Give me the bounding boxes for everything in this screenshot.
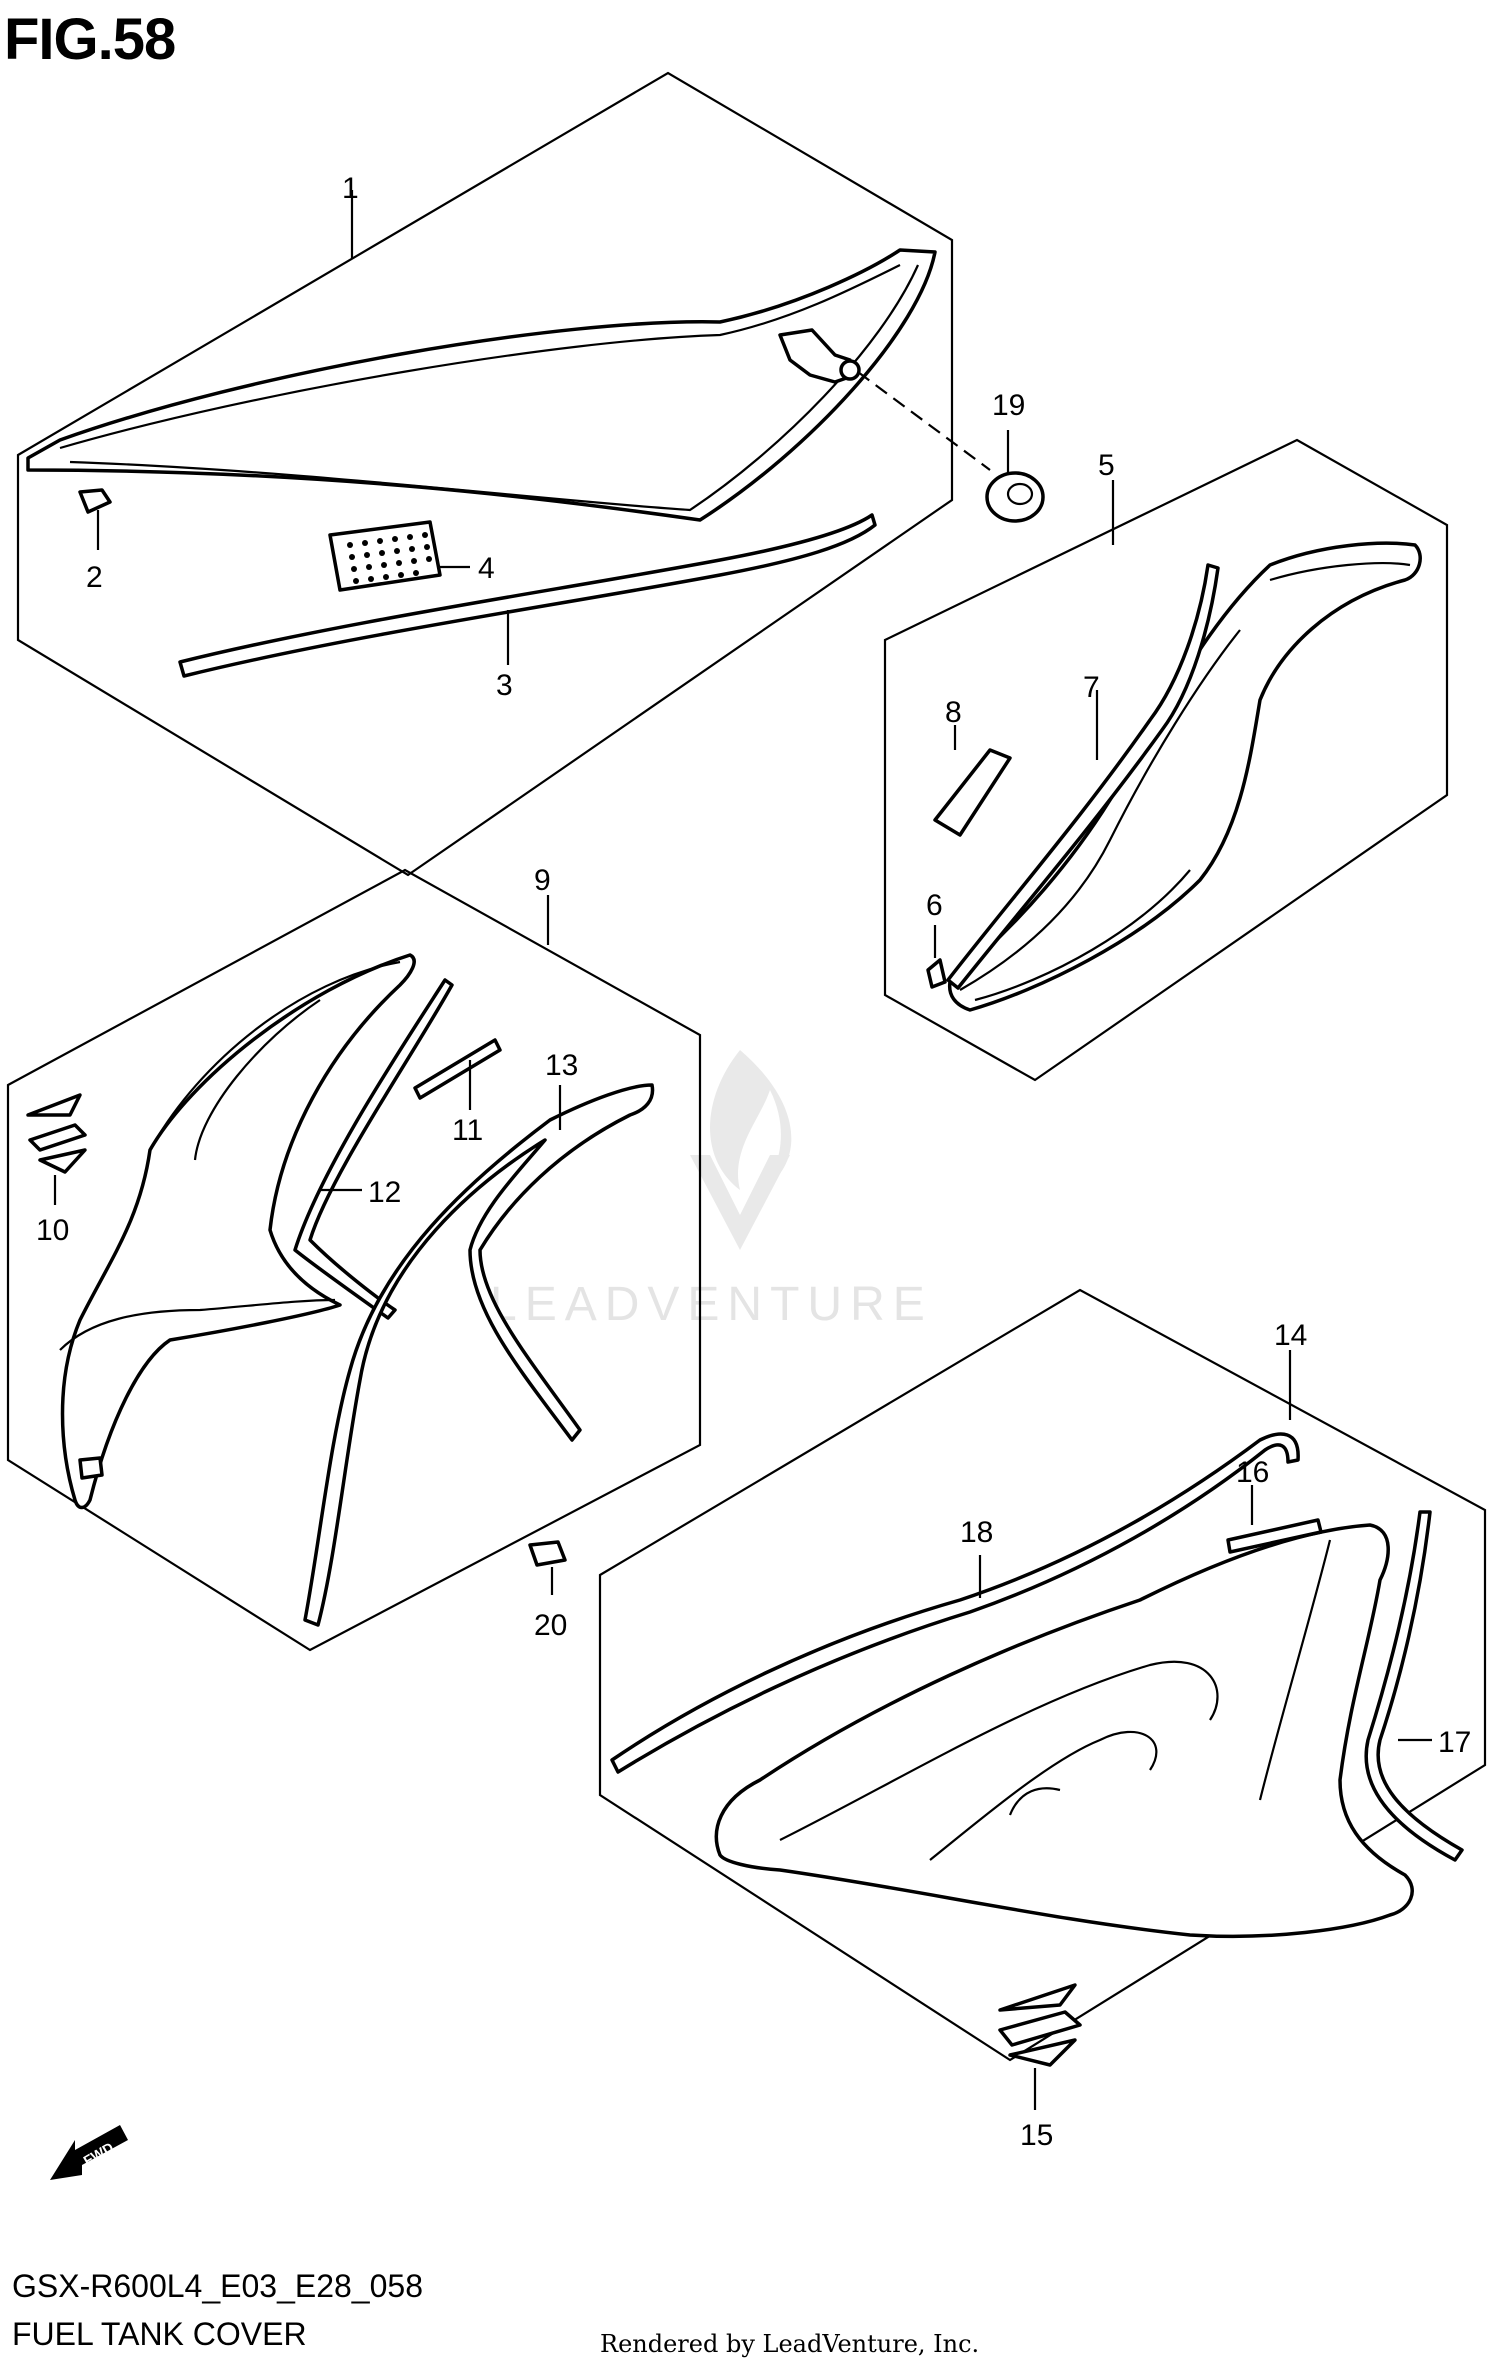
callout-5: 5 (1098, 449, 1115, 482)
callout-12: 12 (368, 1176, 401, 1209)
group-box-5: 5 6 7 8 (883, 438, 1449, 1082)
model-code: GSX-R600L4_E03_E28_058 (12, 2268, 423, 2304)
callout-10: 10 (36, 1214, 69, 1247)
group-box-14: 14 15 16 17 18 (598, 1288, 1487, 2152)
figure-name: FUEL TANK COVER (12, 2316, 307, 2352)
callout-9: 9 (534, 864, 551, 897)
callout-17: 17 (1438, 1726, 1471, 1759)
group-box-9: 9 10 11 12 13 20 (6, 864, 702, 1652)
callout-7: 7 (1083, 671, 1100, 704)
group-box-1: 19 1 2 3 4 (16, 71, 1045, 877)
callout-16: 16 (1236, 1456, 1269, 1489)
callout-2: 2 (86, 561, 103, 594)
callout-19: 19 (992, 389, 1025, 422)
callout-8: 8 (945, 696, 962, 729)
callout-20: 20 (534, 1609, 567, 1642)
callout-13: 13 (545, 1049, 578, 1082)
callout-11: 11 (452, 1114, 483, 1147)
rendered-by: Rendered by LeadVenture, Inc. (600, 2330, 980, 2358)
leadventure-watermark: LEADVENTURE (490, 1050, 933, 1331)
figure-title: FIG.58 (4, 7, 176, 72)
mesh-dots (347, 532, 432, 584)
callout-6: 6 (926, 889, 943, 922)
callout-4: 4 (478, 552, 495, 585)
callout-15: 15 (1020, 2119, 1053, 2152)
fwd-arrow-icon: FWD (50, 2125, 128, 2180)
callout-14: 14 (1274, 1319, 1307, 1352)
watermark-text: LEADVENTURE (490, 1278, 933, 1331)
callout-18: 18 (960, 1516, 993, 1549)
callout-3: 3 (496, 669, 513, 702)
callout-1: 1 (342, 172, 359, 205)
